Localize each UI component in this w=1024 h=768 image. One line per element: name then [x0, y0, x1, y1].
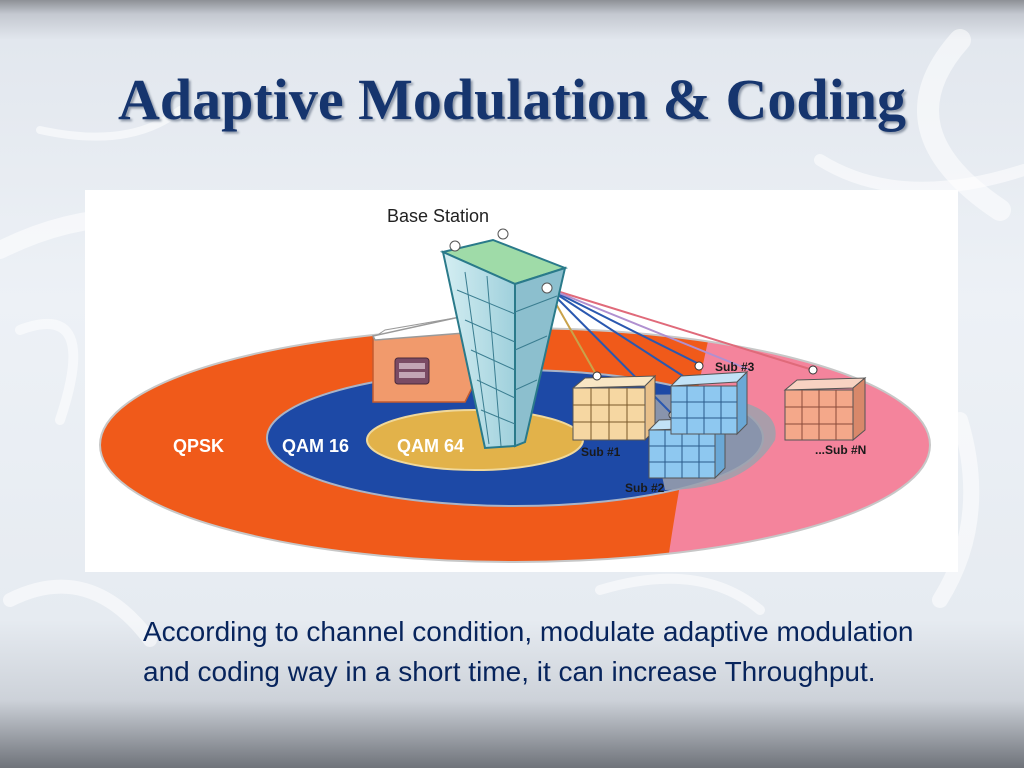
sub3-label: Sub #3: [715, 360, 755, 374]
slide-caption: According to channel condition, modulate…: [143, 616, 914, 687]
base-station-label: Base Station: [387, 206, 489, 226]
qam64-label: QAM 64: [397, 436, 464, 456]
subscriber-1: [571, 371, 657, 442]
subscriber-n: [783, 365, 867, 442]
sub1-label: Sub #1: [581, 445, 621, 459]
qam16-label: QAM 16: [282, 436, 349, 456]
subscriber-3: [669, 361, 749, 436]
amc-diagram: QPSK QAM 16 QAM 64: [85, 190, 958, 572]
qpsk-label: QPSK: [173, 436, 224, 456]
subscriber-unit-icon: [394, 357, 430, 385]
slide-title: Adaptive Modulation & Coding: [118, 67, 906, 132]
sub2-label: Sub #2: [625, 481, 665, 495]
base-station-tower: [439, 228, 568, 450]
subn-label: ...Sub #N: [815, 443, 866, 457]
